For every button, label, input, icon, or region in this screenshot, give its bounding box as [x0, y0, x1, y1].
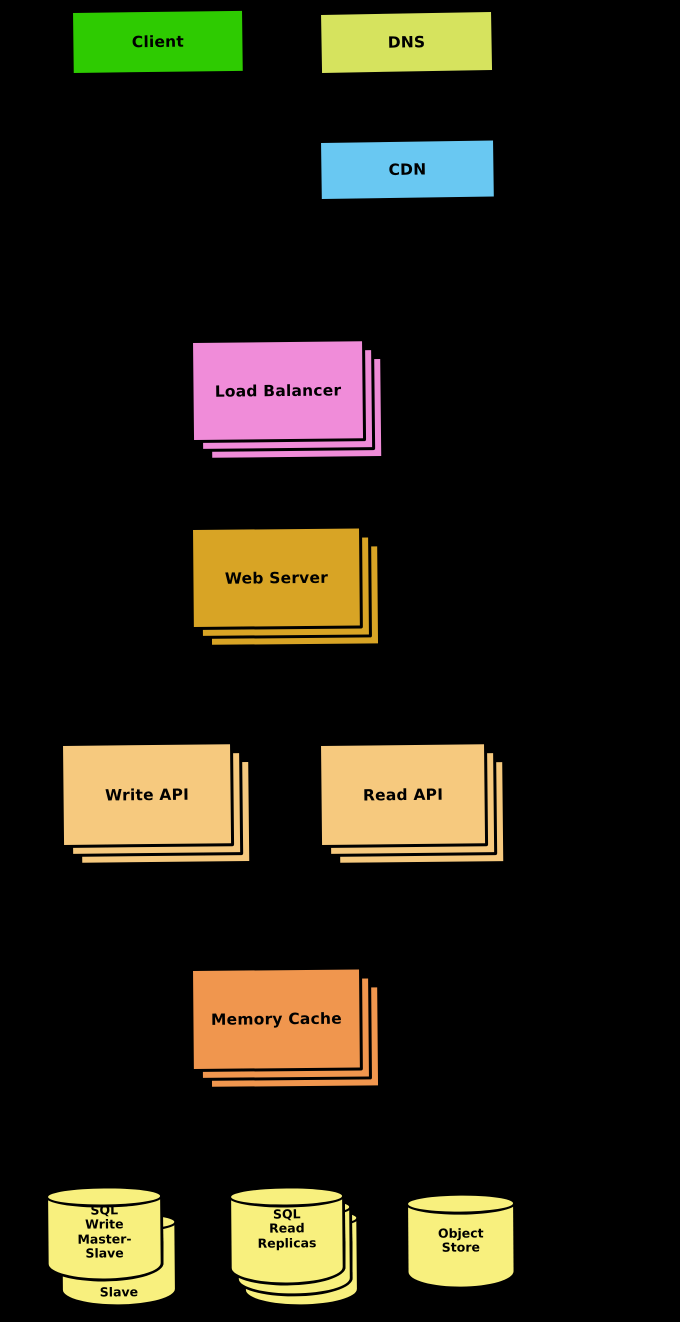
dns-label: DNS: [387, 33, 426, 52]
write-api-box: Write API: [60, 741, 235, 848]
client-label: Client: [131, 32, 185, 52]
read-api-box: Read API: [318, 741, 489, 848]
client-box: Client: [70, 7, 246, 76]
memory-cache-label: Memory Cache: [210, 1009, 342, 1029]
object-store-label: Object Store: [437, 1225, 484, 1255]
read-api-label: Read API: [362, 785, 444, 805]
dns-box: DNS: [318, 8, 496, 76]
web-server-label: Web Server: [224, 568, 329, 588]
object-store-cylinder: Object Store: [405, 1192, 517, 1290]
sql-read-cylinder: SQL Read Replicas: [228, 1184, 346, 1286]
memory-cache-box: Memory Cache: [190, 966, 363, 1072]
write-api-label: Write API: [104, 785, 190, 805]
load-balancer-label: Load Balancer: [214, 380, 342, 401]
sql-write-cylinder: SQL Write Master- Slave: [45, 1184, 164, 1282]
cdn-label: CDN: [388, 160, 427, 180]
load-balancer-box: Load Balancer: [190, 338, 367, 443]
sql-write-back-label: Slave: [99, 1284, 139, 1300]
web-server-box: Web Server: [190, 525, 363, 630]
sql-write-label: SQL Write Master- Slave: [77, 1202, 132, 1261]
cdn-box: CDN: [318, 137, 497, 202]
sql-read-label: SQL Read Replicas: [257, 1206, 317, 1251]
